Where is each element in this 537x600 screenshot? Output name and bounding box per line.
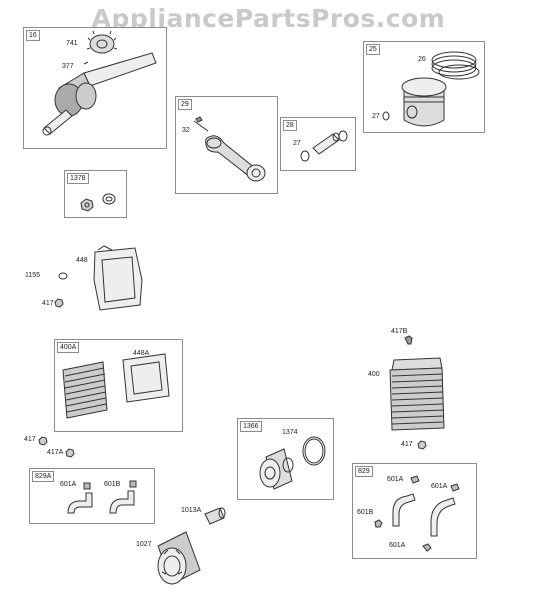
group-25-tag: 25 <box>366 44 380 55</box>
group-28-box: 28 27 <box>280 117 356 171</box>
label-1155: 1155 <box>25 272 41 279</box>
nut-washer-drawing <box>65 171 126 217</box>
label-601A-b: 601A <box>387 476 404 483</box>
label-417-left: 417 <box>42 300 54 307</box>
group-1378-box: 1378 <box>64 170 127 218</box>
label-1027: 1027 <box>136 541 152 548</box>
radiator-small-drawing <box>55 340 182 431</box>
nuts-lower-left-drawing <box>30 432 80 462</box>
label-601A-c: 601A <box>431 483 448 490</box>
group-1366-box: 1366 1374 <box>237 418 334 500</box>
filter-adapter-drawing <box>238 419 333 499</box>
group-400A-box: 400A 448A <box>54 339 183 432</box>
group-829-box: 829 601A 601A 601B 601A <box>352 463 477 559</box>
group-1366-tag: 1366 <box>240 421 262 432</box>
group-16-tag: 16 <box>26 30 40 41</box>
label-1013A: 1013A <box>181 507 202 514</box>
hoses-829-drawing <box>353 464 476 558</box>
label-417B: 417B <box>391 328 408 335</box>
label-417A: 417A <box>47 449 64 456</box>
label-377: 377 <box>62 63 74 70</box>
label-448: 448 <box>76 257 88 264</box>
label-1374: 1374 <box>282 429 298 436</box>
label-32: 32 <box>182 127 190 134</box>
piston-drawing <box>364 42 484 132</box>
label-601B-b: 601B <box>357 509 374 516</box>
group-829A-box: 829A 601A 601B <box>29 468 155 524</box>
piston-pin-drawing <box>281 118 355 170</box>
group-1378-tag: 1378 <box>67 173 89 184</box>
label-601B-a: 601B <box>104 481 121 488</box>
label-400: 400 <box>368 371 380 378</box>
group-400A-tag: 400A <box>57 342 80 353</box>
crankshaft-drawing <box>24 28 166 148</box>
group-28-tag: 28 <box>283 120 297 131</box>
group-829A-tag: 829A <box>32 471 55 482</box>
label-27-piston: 27 <box>372 113 380 120</box>
radiator-large-drawing <box>380 330 455 455</box>
group-829-tag: 829 <box>355 466 373 477</box>
group-29-tag: 29 <box>178 99 192 110</box>
group-16-box: 16 741 377 <box>23 27 167 149</box>
connecting-rod-drawing <box>176 97 277 193</box>
hoses-829A-drawing <box>30 469 154 523</box>
oil-filter-drawing <box>150 500 240 590</box>
label-601A-a: 601A <box>60 481 77 488</box>
group-29-box: 29 32 <box>175 96 278 194</box>
label-27-pin: 27 <box>293 140 301 147</box>
label-417-lower: 417 <box>24 436 36 443</box>
label-417-right: 417 <box>401 441 413 448</box>
shroud-drawing <box>40 240 150 320</box>
group-25-box: 25 26 27 <box>363 41 485 133</box>
label-448A: 448A <box>133 350 150 357</box>
label-26: 26 <box>418 56 426 63</box>
label-601A-d: 601A <box>389 542 406 549</box>
label-741: 741 <box>66 40 78 47</box>
